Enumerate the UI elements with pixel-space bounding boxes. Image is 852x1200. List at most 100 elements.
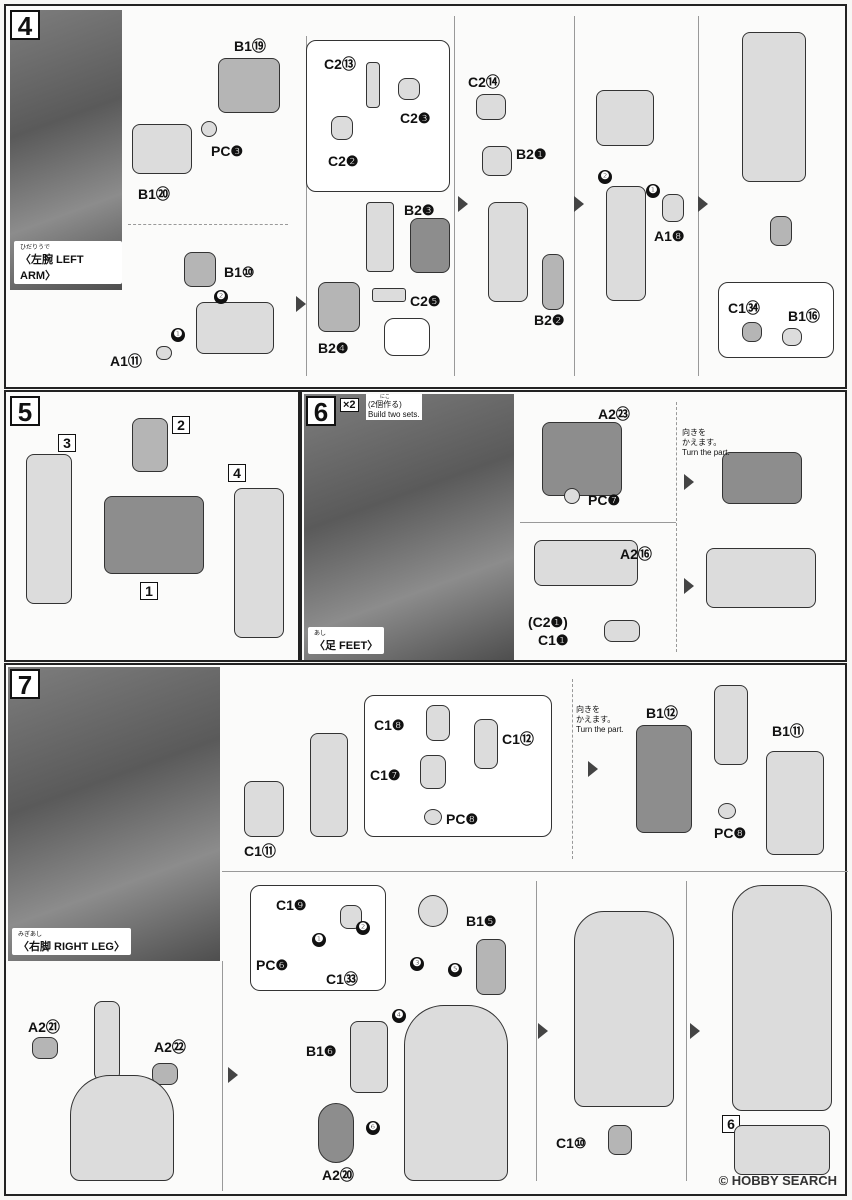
- toe-part: [604, 620, 640, 642]
- step-badge-2: ❷: [356, 921, 370, 935]
- cover-part: [782, 328, 802, 346]
- section-7: みぎあし 〈右脚 RIGHT LEG〉 7 C1⑪ C1❽ C1⑫ C1❼ PC…: [4, 663, 848, 1196]
- forearm-assembly: [488, 202, 528, 302]
- ankle-small: [608, 1125, 632, 1155]
- label-c2-3: C2❸: [400, 110, 431, 126]
- shin-plate: [350, 1021, 388, 1093]
- lower-leg: [404, 1005, 508, 1181]
- arrow-next: [684, 474, 694, 490]
- knee-part-a: [426, 705, 450, 741]
- label-pc8: PC❽: [446, 811, 478, 827]
- step-badge-1: ❶: [171, 328, 185, 342]
- label-c1-33: C1㉝: [326, 971, 358, 987]
- knee-part-b: [474, 719, 498, 769]
- left-arm-caption: ひだりうで 〈左腕 LEFT ARM〉: [14, 241, 122, 284]
- assembled-leg: [574, 911, 674, 1107]
- label-c1-34: C1㉞: [728, 300, 760, 316]
- label-b1-20: B1⑳: [138, 186, 170, 202]
- side-plate: [318, 282, 360, 332]
- full-arm: [742, 32, 806, 182]
- arrow-next: [228, 1067, 238, 1083]
- right-arm-assembly: [26, 454, 72, 604]
- label-b2-2: B2❷: [534, 312, 565, 328]
- divider: [572, 679, 573, 859]
- right-leg-photo: みぎあし 〈右脚 RIGHT LEG〉: [8, 667, 220, 961]
- divider: [222, 871, 848, 872]
- turn-part-note: 向きを かえます。 Turn the part.: [576, 705, 624, 735]
- feet-caption-text: 〈足 FEET〉: [314, 640, 379, 652]
- step-badge-3: ❸: [410, 957, 424, 971]
- divider: [222, 961, 223, 1191]
- torso-part: [104, 496, 204, 574]
- outer-shin: [766, 751, 824, 855]
- arrow-next: [538, 1023, 548, 1039]
- label-c1-10: C1⑩: [556, 1135, 587, 1151]
- knee-frame: [310, 733, 348, 837]
- divider: [306, 36, 307, 376]
- step-badge-6: ❻: [366, 1121, 380, 1135]
- label-c2-5: C2❺: [410, 293, 441, 309]
- arrow-next: [698, 196, 708, 212]
- pc8-joint: [718, 803, 736, 819]
- label-a1-8: A1❽: [654, 228, 685, 244]
- arrow-next: [296, 296, 306, 312]
- box-4: 4: [228, 464, 246, 482]
- label-c1-8: C1❽: [374, 717, 405, 733]
- turn-part-en: Turn the part.: [576, 725, 624, 734]
- knee-bubble: [364, 695, 552, 837]
- left-arm-caption-text: 〈左腕 LEFT ARM〉: [20, 254, 84, 282]
- feet-photo: あし 〈足 FEET〉: [304, 394, 514, 660]
- step-badge-2: ❷: [214, 290, 228, 304]
- watermark: © HOBBY SEARCH: [718, 1173, 837, 1188]
- flat-part: [372, 288, 406, 302]
- arm-assembly: [606, 186, 646, 301]
- label-b1-11: B1⑪: [772, 723, 804, 739]
- step-badge-1: ❶: [646, 184, 660, 198]
- knee-part-c: [420, 755, 446, 789]
- mini-bubble: [384, 318, 430, 356]
- armor-plate: [410, 218, 450, 273]
- pc8-joint: [424, 809, 442, 825]
- calf-cover: [244, 781, 284, 837]
- build-two-note: にこ (2個作る) Build two sets.: [366, 394, 422, 420]
- right-leg-caption-text: 〈右脚 RIGHT LEG〉: [18, 941, 125, 953]
- ankle-joint: [418, 895, 448, 927]
- ankle-cover: [476, 939, 506, 995]
- label-b1-12: B1⑫: [646, 705, 678, 721]
- arrow-next: [690, 1023, 700, 1039]
- leg-frame: [94, 1001, 120, 1081]
- knee-assembly: [714, 685, 748, 765]
- label-b1-5: B1❺: [466, 913, 497, 929]
- left-arm-photo: ひだりうで 〈左腕 LEFT ARM〉: [10, 10, 122, 290]
- label-a2-22: A2㉒: [154, 1039, 186, 1055]
- step-badge-4: ❹: [392, 1009, 406, 1023]
- pc-joint: [201, 121, 217, 137]
- heel-part: [318, 1103, 354, 1163]
- cap-part: [476, 94, 506, 120]
- arrow-next: [458, 196, 468, 212]
- step-number-5: 5: [10, 396, 40, 426]
- label-c2-14: C2⑭: [468, 74, 500, 90]
- arrow-next: [684, 578, 694, 594]
- step-number-4: 4: [10, 10, 40, 40]
- small-cap: [398, 78, 420, 100]
- build-two-jp: (2個作る): [368, 400, 402, 409]
- shoulder-part: [132, 124, 192, 174]
- step-badge-5: ❺: [448, 963, 462, 977]
- multiplier-badge: ×2: [340, 398, 359, 412]
- feet-caption-ruby: あし: [314, 631, 327, 637]
- divider: [676, 402, 677, 652]
- label-b1-19: B1⑲: [234, 38, 266, 54]
- label-a2-23: A2㉓: [598, 406, 630, 422]
- final-leg: [732, 885, 832, 1111]
- side-armor: [542, 254, 564, 310]
- shaft-part: [366, 62, 380, 108]
- turn-part-note: 向きを かえます。 Turn the part.: [682, 428, 730, 458]
- fist-part: [742, 322, 762, 342]
- section-6: あし 〈足 FEET〉 6 ×2 にこ (2個作る) Build two set…: [300, 390, 847, 662]
- step-number-6: 6: [306, 396, 336, 426]
- step-badge-2: ❷: [598, 170, 612, 184]
- turn-part-jp: 向きを かえます。: [682, 428, 722, 447]
- arrow-next: [588, 761, 598, 777]
